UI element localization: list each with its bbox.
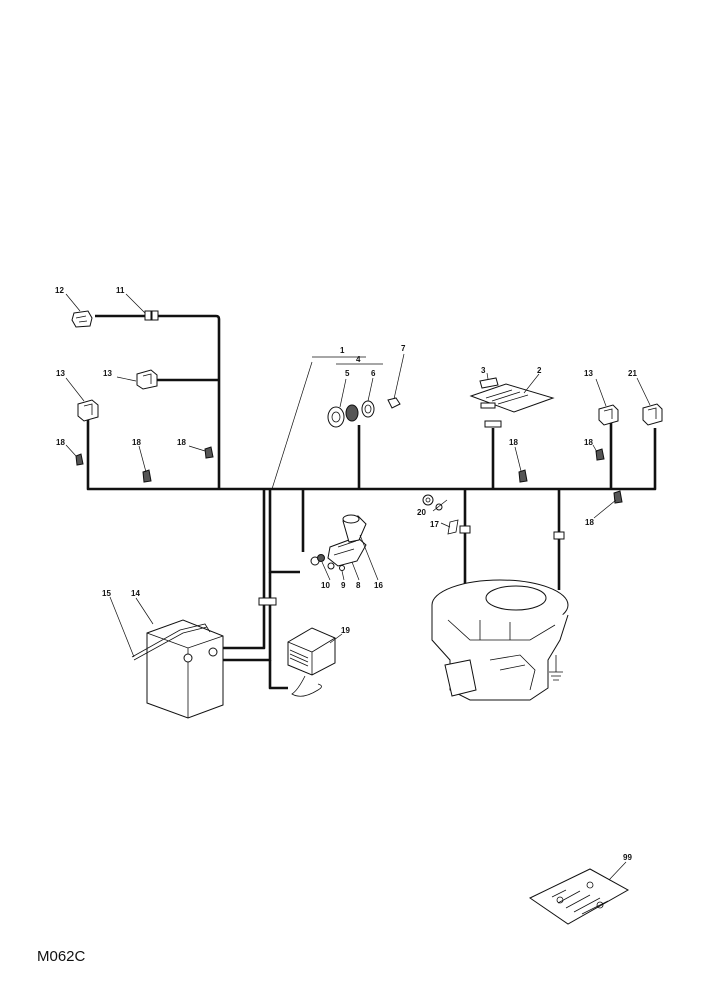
callout-11: 11 (116, 286, 125, 295)
clip-part-18-c (204, 446, 214, 459)
washer-part-20 (422, 494, 434, 506)
callout-9: 9 (341, 581, 346, 590)
battery-charger-part-19 (287, 627, 336, 697)
callout-21: 21 (628, 369, 637, 378)
leader-lines (65, 293, 651, 881)
callout-18-b: 18 (132, 438, 141, 447)
callout-2: 2 (537, 366, 542, 375)
callout-14: 14 (131, 589, 140, 598)
starter-solenoid-part-16 (327, 514, 367, 567)
callout-13-right: 13 (584, 369, 593, 378)
hardware-bag-part-99 (529, 868, 630, 925)
switch-part-13-right (598, 404, 619, 426)
callout-13-left: 13 (56, 369, 65, 378)
callout-16: 16 (374, 581, 383, 590)
callout-1: 1 (340, 346, 345, 355)
battery-part-14 (146, 619, 224, 719)
clip-part-18-d (518, 469, 528, 483)
clip-part-18-a (75, 453, 84, 466)
ignition-switch-assembly (327, 397, 401, 428)
battery-strap-part-15 (131, 623, 211, 661)
callout-5: 5 (345, 369, 350, 378)
engine (431, 579, 569, 701)
harness-connector-sleeves (144, 310, 565, 606)
callout-19: 19 (341, 626, 350, 635)
label-plate-part-2 (469, 383, 555, 413)
callout-20: 20 (417, 508, 426, 517)
switch-part-13-middle (136, 369, 158, 390)
nut-part-10 (310, 554, 335, 570)
callout-17: 17 (430, 520, 439, 529)
clip-part-18-e (595, 448, 605, 461)
callout-13-middle: 13 (103, 369, 112, 378)
screw-part-9 (339, 565, 345, 571)
switch-part-21 (642, 403, 663, 426)
switch-part-13-left (77, 399, 99, 422)
callout-12: 12 (55, 286, 64, 295)
diagram-code: M062C (37, 948, 86, 965)
callout-10: 10 (321, 581, 330, 590)
callout-8: 8 (356, 581, 361, 590)
clip-part-18-f (613, 490, 623, 504)
callout-6: 6 (371, 369, 376, 378)
fuse-holder-part-3 (479, 377, 499, 389)
callout-18-a: 18 (56, 438, 65, 447)
callout-18-d: 18 (509, 438, 518, 447)
clip-part-18-b (142, 469, 152, 483)
callout-labels: 12 11 13 13 13 21 18 18 18 18 18 18 1 4 … (55, 286, 637, 862)
callout-15: 15 (102, 589, 111, 598)
callout-18-e: 18 (584, 438, 593, 447)
callout-18-f: 18 (585, 518, 594, 527)
seat-switch-part-12 (71, 310, 93, 328)
callout-18-c: 18 (177, 438, 186, 447)
callout-99: 99 (623, 853, 632, 862)
callout-4: 4 (356, 355, 361, 364)
callout-7: 7 (401, 344, 406, 353)
spring-terminal (447, 519, 459, 535)
callout-3: 3 (481, 366, 486, 375)
